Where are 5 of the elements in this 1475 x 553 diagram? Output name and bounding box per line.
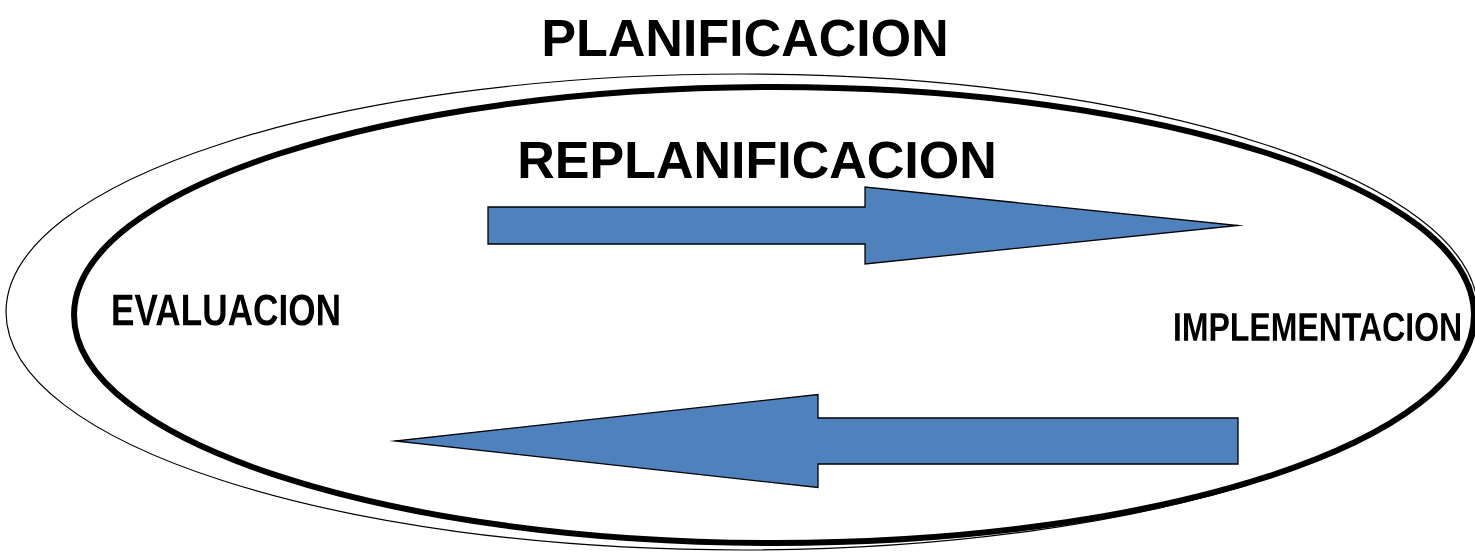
block-arrow — [487, 186, 1245, 265]
heading: REPLANIFICACION — [520, 141, 994, 179]
step-label: IMPLEMENTACION — [1175, 312, 1460, 342]
step-label: EVALUACION — [113, 294, 339, 326]
heading: PLANIFICACION — [544, 19, 946, 57]
